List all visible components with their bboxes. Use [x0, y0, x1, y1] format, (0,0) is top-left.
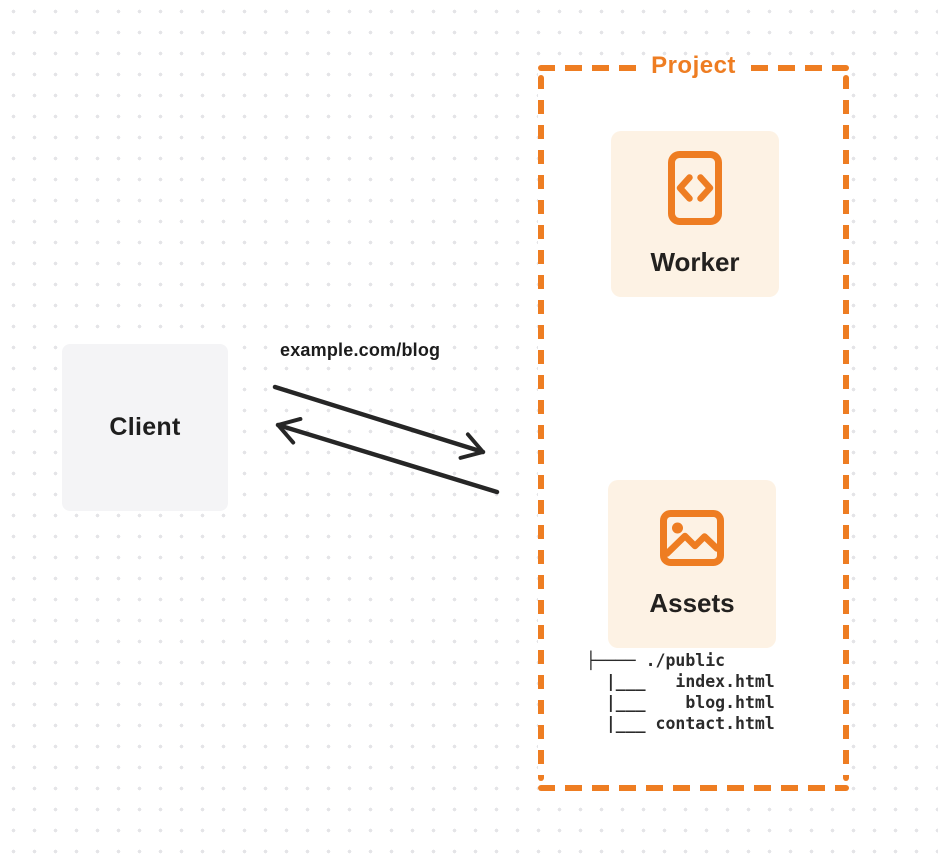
project-title: Project	[651, 52, 736, 79]
project-border-bottom	[538, 785, 849, 791]
worker-node: Worker	[611, 131, 779, 297]
file-tree-line-index: |___ index.html	[586, 672, 775, 691]
assets-node: Assets	[608, 480, 776, 648]
request-arrow	[272, 384, 486, 460]
assets-label: Assets	[649, 587, 735, 618]
project-border-right	[843, 75, 849, 781]
project-border-top-left	[538, 65, 642, 71]
file-tree-line-blog: |___ blog.html	[586, 693, 775, 712]
assets-file-tree: ├──── ./public |___ index.html |___ blog…	[586, 650, 775, 734]
file-tree-line-contact: |___ contact.html	[586, 714, 775, 733]
project-border-left	[538, 75, 544, 781]
code-file-icon	[668, 150, 722, 225]
client-node: Client	[62, 344, 228, 511]
client-label: Client	[109, 413, 181, 441]
project-border-top-right	[748, 65, 849, 71]
file-tree-line-public: ├──── ./public	[586, 651, 726, 670]
project-container: Project Worker Assets ├──── ./public |__…	[538, 52, 849, 791]
worker-label: Worker	[650, 246, 740, 277]
request-url-label: example.com/blog	[280, 340, 441, 360]
image-icon	[660, 509, 724, 566]
response-arrow	[275, 416, 500, 495]
